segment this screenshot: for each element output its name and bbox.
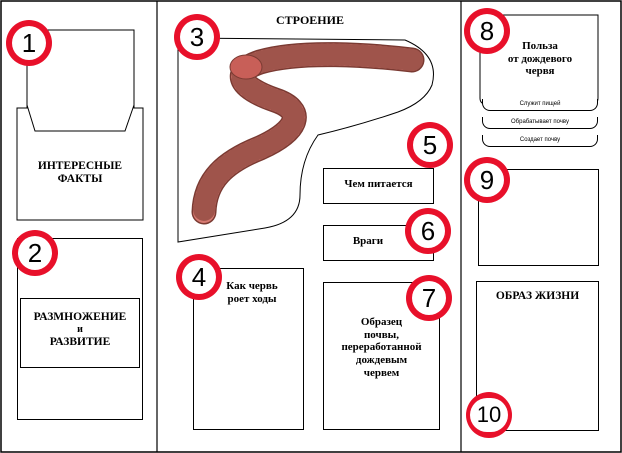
soil-sample-line2: почвы,: [363, 328, 400, 341]
badge-4: 4: [176, 254, 222, 300]
reproduction-line3: РАЗВИТИЕ: [49, 335, 111, 348]
badge-7-number: 7: [412, 281, 446, 315]
food-card[interactable]: [323, 168, 434, 204]
benefit-tab-creates[interactable]: Создает почву: [482, 135, 598, 147]
benefit-title-line3: червя: [525, 65, 555, 78]
badge-8-number: 8: [470, 14, 504, 48]
badge-1-number: 1: [12, 26, 46, 60]
soil-sample-line5: червем: [363, 366, 400, 379]
benefit-tabs: Служит пищей Обрабатывает почву Создает …: [482, 99, 598, 147]
reproduction-label: РАЗМНОЖЕНИЕ и РАЗВИТИЕ: [20, 311, 140, 349]
reproduction-line1: РАЗМНОЖЕНИЕ: [33, 311, 127, 323]
enemies-label: Враги: [352, 235, 384, 247]
badge-3: 3: [174, 14, 220, 60]
badge-5-number: 5: [413, 128, 447, 162]
benefit-title-line1: Польза: [522, 40, 558, 52]
benefit-tab-cultivates[interactable]: Обрабатывает почву: [482, 117, 598, 129]
soil-sample-line1: Образец: [360, 316, 403, 328]
soil-sample-line4: дождевым: [355, 353, 408, 366]
benefit-title-line2: от дождевого: [507, 52, 573, 65]
burrow-line1: Как червь: [226, 280, 278, 292]
burrow-line2: роет ходы: [227, 292, 277, 305]
interesting-facts-line1: ИНТЕРЕСНЫЕ: [37, 160, 123, 172]
badge-1: 1: [6, 20, 52, 66]
benefit-tab-food[interactable]: Служит пищей: [482, 99, 598, 111]
benefit-title: Польза от дождевого червя: [490, 40, 590, 78]
soil-sample-label: Образец почвы, переработанной дождевым ч…: [323, 316, 440, 379]
lifestyle-title: ОБРАЗ ЖИЗНИ: [495, 290, 580, 302]
structure-title: СТРОЕНИЕ: [276, 13, 344, 27]
interesting-facts-line2: ФАКТЫ: [57, 173, 103, 186]
badge-9-number: 9: [470, 163, 504, 197]
badge-8: 8: [464, 8, 510, 54]
food-label: Чем питается: [344, 178, 413, 190]
badge-5: 5: [407, 122, 453, 168]
badge-6-number: 6: [411, 214, 445, 248]
badge-9: 9: [464, 157, 510, 203]
badge-7: 7: [406, 275, 452, 321]
badge-4-number: 4: [182, 260, 216, 294]
badge-10: 10: [466, 392, 512, 438]
badge-10-number: 10: [470, 398, 508, 432]
reproduction-inner-box: [20, 298, 140, 368]
badge-2: 2: [12, 230, 58, 276]
badge-6: 6: [405, 208, 451, 254]
soil-sample-line3: переработанной: [341, 341, 422, 354]
badge-3-number: 3: [180, 20, 214, 54]
badge-2-number: 2: [18, 236, 52, 270]
burrow-label: Как червь роет ходы: [212, 280, 292, 305]
earthworm-drawing: [191, 42, 425, 225]
reproduction-line2: и: [77, 324, 83, 336]
interesting-facts-label[interactable]: ИНТЕРЕСНЫЕ ФАКТЫ: [17, 160, 143, 186]
